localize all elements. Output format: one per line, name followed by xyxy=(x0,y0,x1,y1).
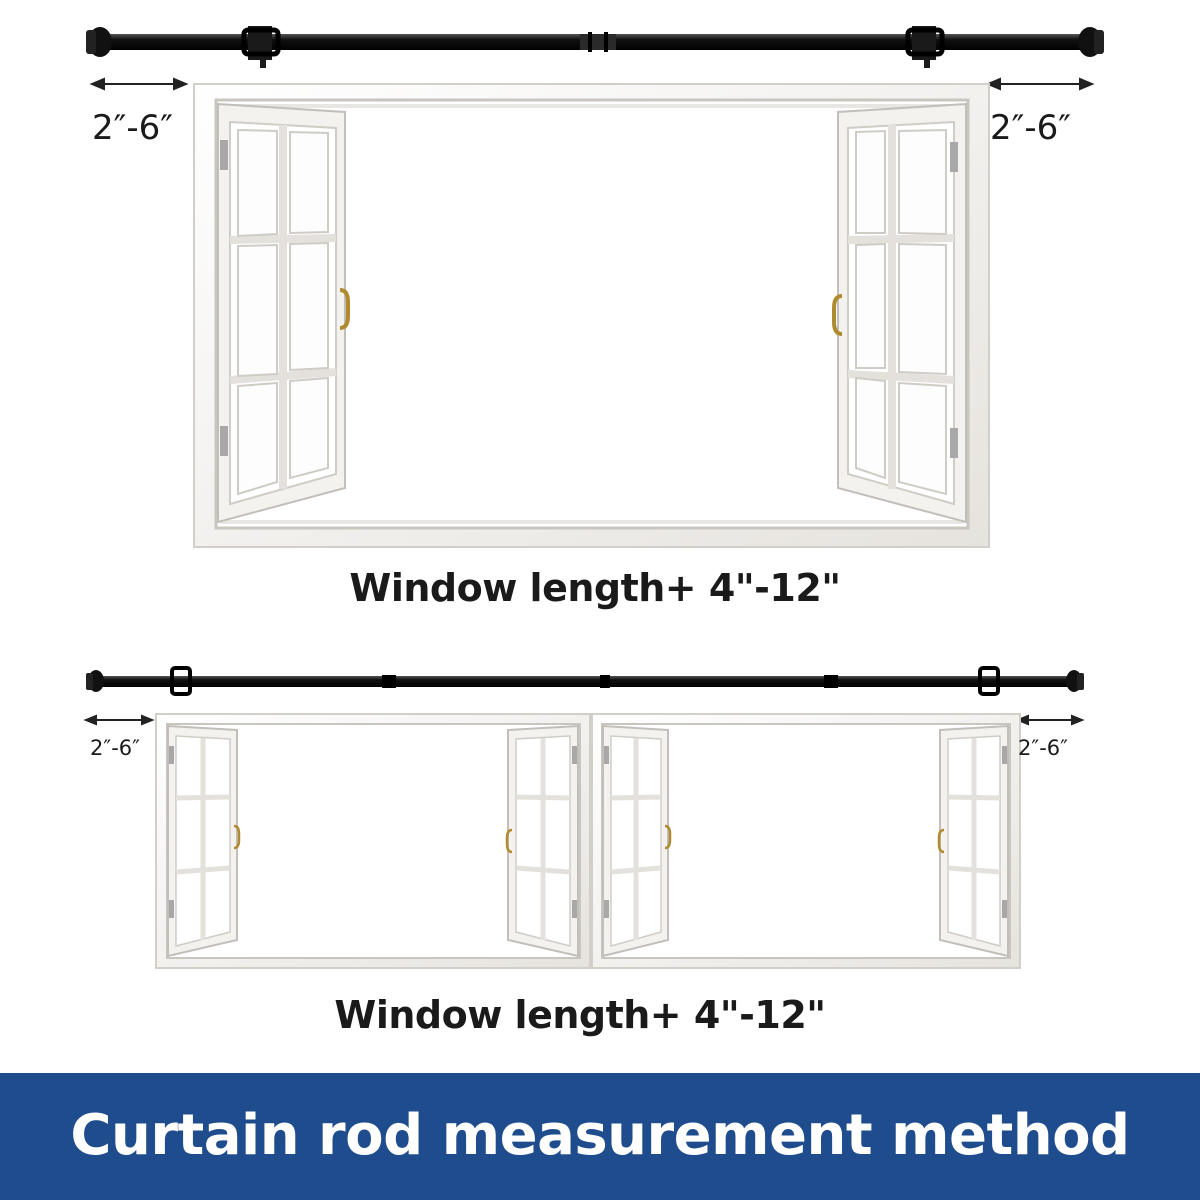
caption-1: Window length+ 4"-12" xyxy=(349,566,841,610)
gap-label-left-1: 2″-6″ xyxy=(92,108,173,148)
diagram-2 xyxy=(83,666,1085,969)
right-sash-1 xyxy=(832,102,967,524)
title-banner xyxy=(0,1073,1200,1200)
gap-arrow-right-2 xyxy=(1015,714,1085,726)
gap-arrow-left-2 xyxy=(83,714,155,726)
gap-arrow-left-1 xyxy=(89,77,189,91)
curtain-rod-1 xyxy=(86,26,1104,68)
curtain-rod-2 xyxy=(86,666,1084,696)
gap-label-right-1: 2″-6″ xyxy=(990,108,1071,148)
window-2-right xyxy=(591,713,1021,969)
diagram-1 xyxy=(86,26,1104,548)
gap-arrow-right-1 xyxy=(985,77,1095,91)
window-2-left xyxy=(155,713,591,969)
caption-2: Window length+ 4"-12" xyxy=(334,993,826,1037)
gap-label-left-2: 2″-6″ xyxy=(90,736,140,760)
gap-label-right-2: 2″-6″ xyxy=(1018,736,1068,760)
left-sash-1 xyxy=(217,102,350,524)
banner-title: Curtain rod measurement method xyxy=(70,1103,1130,1168)
window-1 xyxy=(193,83,990,548)
